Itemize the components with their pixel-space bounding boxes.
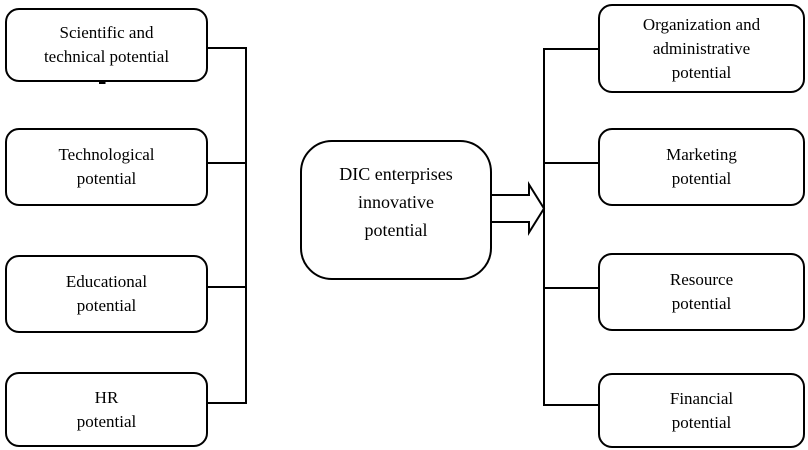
- left-bracket-lines: [205, 47, 247, 404]
- block-arrow-right-icon: [490, 181, 546, 236]
- node-organization-administrative-potential: Organization and administrative potentia…: [598, 4, 805, 93]
- node-educational-potential: Educational potential: [5, 255, 208, 333]
- node-hr-potential: HR potential: [5, 372, 208, 447]
- node-label: Organization and administrative potentia…: [642, 14, 761, 82]
- node-financial-potential: Financial potential: [598, 373, 805, 448]
- node-label: Resource potential: [669, 270, 734, 313]
- node-technological-potential: Technological potential: [5, 128, 208, 206]
- node-marketing-potential: Marketing potential: [598, 128, 805, 206]
- node-label: DIC enterprises innovative potential: [339, 164, 453, 240]
- node-label: Marketing potential: [666, 145, 737, 188]
- node-resource-potential: Resource potential: [598, 253, 805, 331]
- right-bracket-lines: [543, 48, 601, 406]
- node-label: HR potential: [76, 387, 137, 431]
- node-label: Technological potential: [58, 145, 155, 188]
- node-dic-enterprises-innovative-potential: DIC enterprises innovative potential: [300, 140, 492, 280]
- node-label: Financial potential: [669, 388, 734, 432]
- node-scientific-technical-potential: Scientific and technical potential: [5, 8, 208, 82]
- node-label: Scientific and technical potential: [43, 23, 170, 66]
- node-label: Educational potential: [65, 272, 148, 315]
